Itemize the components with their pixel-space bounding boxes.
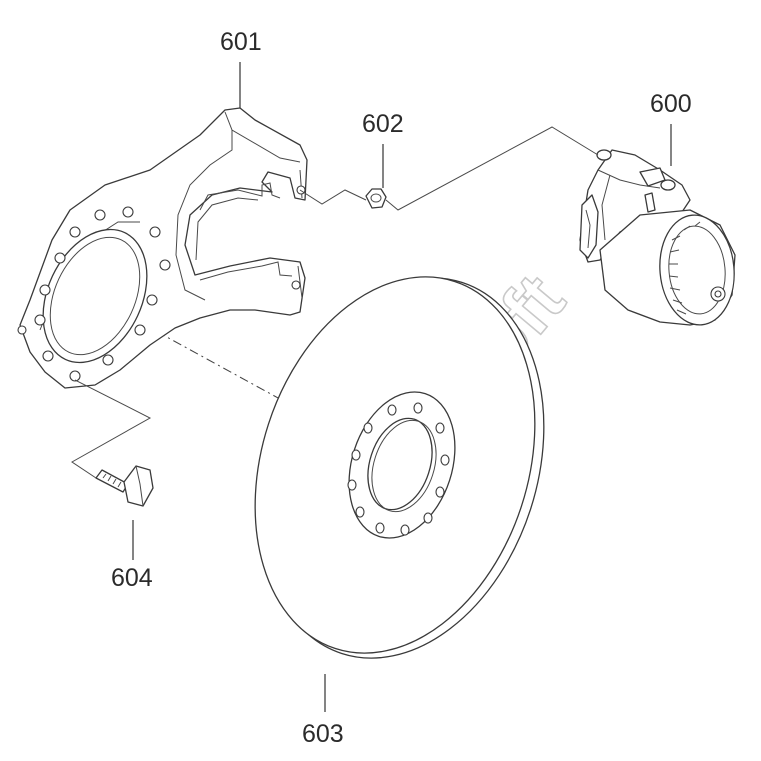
label-603: 603 bbox=[302, 720, 344, 748]
brake-caliper-600 bbox=[579, 149, 736, 326]
bracket-601 bbox=[17, 107, 308, 389]
part-labels: 601 602 600 603 604 bbox=[111, 28, 692, 748]
caliper-bolts bbox=[596, 149, 676, 213]
disc-bolt-holes bbox=[347, 402, 450, 536]
nut-602 bbox=[365, 188, 387, 209]
label-602: 602 bbox=[362, 110, 404, 138]
bolt-604 bbox=[95, 465, 154, 507]
brake-disc-603 bbox=[254, 276, 545, 659]
caliper-spline bbox=[668, 221, 701, 315]
bracket-bolt-holes bbox=[34, 206, 171, 382]
label-601: 601 bbox=[220, 28, 262, 56]
leader-lines bbox=[71, 62, 672, 712]
label-604: 604 bbox=[111, 564, 153, 592]
label-600: 600 bbox=[650, 90, 692, 118]
